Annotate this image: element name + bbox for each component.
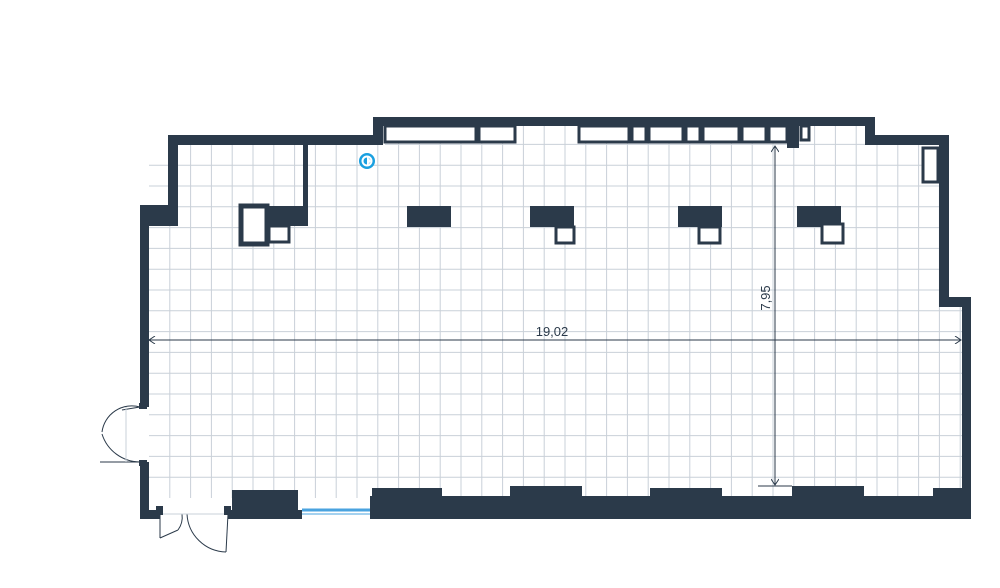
left-door bbox=[100, 405, 141, 463]
column-5 bbox=[797, 206, 845, 245]
bottom-door-jambs bbox=[156, 506, 231, 515]
columns bbox=[238, 203, 845, 247]
top-windows bbox=[383, 124, 789, 144]
depth-dimension: 7,95 bbox=[758, 146, 792, 487]
column-3 bbox=[530, 206, 576, 245]
bottom-wall-blocks bbox=[232, 486, 963, 514]
width-dimension: 19,02 bbox=[149, 324, 961, 340]
column-2 bbox=[407, 206, 451, 227]
partition-wall bbox=[303, 145, 308, 209]
outer-walls bbox=[140, 117, 971, 519]
bottom-window bbox=[302, 508, 370, 515]
right-niche bbox=[921, 146, 940, 184]
floor-tile-grid bbox=[149, 125, 962, 498]
location-marker-icon[interactable] bbox=[359, 153, 375, 169]
depth-dimension-label: 7,95 bbox=[758, 285, 773, 310]
column-1 bbox=[238, 203, 308, 247]
bottom-door bbox=[159, 513, 229, 553]
left-door-jambs bbox=[139, 403, 147, 466]
column-4 bbox=[678, 206, 722, 245]
top-wall-post bbox=[787, 122, 799, 148]
width-dimension-label: 19,02 bbox=[536, 324, 569, 339]
top-wall-niche bbox=[799, 124, 811, 142]
